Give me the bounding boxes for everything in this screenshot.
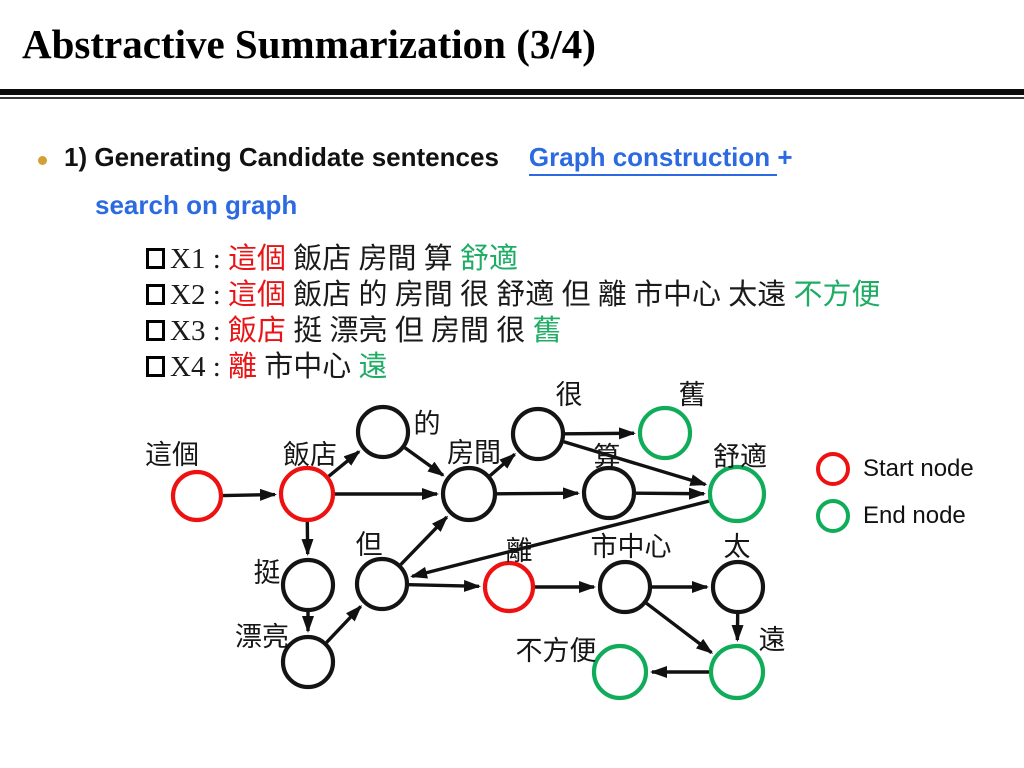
sentence-segment: 遠 [351, 351, 388, 383]
graph-node-fangjian [440, 465, 498, 523]
graph-edge-de-fangjian [403, 446, 445, 477]
graph-node-shushi [707, 464, 767, 524]
graph-node-label-bufangbian: 不方便 [516, 636, 597, 666]
graph-node-label-dan: 但 [356, 530, 383, 560]
sentence-row: X1 : 這個 飯店 房間 算 舒適 [146, 241, 881, 277]
graph-node-dan [354, 556, 410, 612]
separator-thick-line [0, 89, 1024, 95]
bullet-dot-icon [38, 156, 47, 165]
legend-label: End node [863, 502, 966, 529]
graph-edge-dan-fangjian [399, 515, 449, 566]
separator-thin-line [0, 97, 1024, 99]
graph-node-label-suan: 算 [594, 442, 621, 472]
graph-node-shizhongxin [597, 559, 653, 615]
graph-edge-piaoliang-dan [325, 605, 363, 644]
graph-edge-hen-jiu [564, 427, 637, 440]
graph-edge-suan-shushi [635, 487, 707, 500]
graph-node-piaoliang [280, 634, 336, 690]
bullet-text-line2: search on graph [95, 190, 298, 220]
square-bullet-icon [146, 320, 165, 341]
graph-edge-fandian-de [327, 450, 361, 478]
legend-item: Start node [816, 452, 974, 486]
sentence-segment: 飯店 [228, 315, 287, 347]
graph-edge-shushi-dan [410, 499, 710, 579]
graph-node-yuan [708, 643, 766, 701]
graph-node-label-fandian: 飯店 [283, 440, 337, 470]
graph-edge-hen-shushi [563, 440, 708, 487]
graph-edge-dan-li [408, 579, 482, 592]
graph-node-hen [510, 406, 566, 462]
graph-node-label-piaoliang: 漂亮 [235, 622, 289, 652]
graph-edge-fangjian-hen [489, 453, 517, 477]
graph-node-label-li: 離 [506, 536, 533, 566]
page-title: Abstractive Summarization (3/4) [22, 21, 596, 67]
graph-construction-underlined[interactable]: Graph construction [528, 142, 778, 176]
sentence-id: X2 : [170, 279, 228, 311]
legend-item: End node [816, 499, 974, 533]
square-bullet-icon [146, 248, 165, 269]
sentence-segment: 這個 [228, 243, 287, 275]
graph-node-tai [710, 559, 766, 615]
title-separator [0, 89, 1024, 99]
sentence-id: X4 : [170, 351, 228, 383]
sentence-row: X3 : 飯店 挺 漂亮 但 房間 很 舊 [146, 313, 881, 349]
graph-node-fandian [278, 465, 336, 523]
graph-node-ting [280, 557, 336, 613]
sentence-segment: 飯店 的 房間 很 舒適 但 離 市中心 太遠 [286, 279, 787, 311]
sentence-row: X2 : 這個 飯店 的 房間 很 舒適 但 離 市中心 太遠 不方便 [146, 277, 881, 313]
legend-label: Start node [863, 455, 974, 482]
bullet-text: 1) Generating Candidate sentences [64, 142, 499, 172]
sentence-id: X1 : [170, 243, 228, 275]
square-bullet-icon [146, 284, 165, 305]
graph-node-label-yuan: 遠 [759, 625, 786, 655]
sentence-segment: 市中心 [257, 351, 352, 383]
graph-node-label-tai: 太 [724, 532, 751, 562]
graph-node-bufangbian [591, 643, 649, 701]
graph-node-suan [581, 465, 637, 521]
square-bullet-icon [146, 356, 165, 377]
graph-node-jiu [637, 405, 693, 461]
plus-sign: + [777, 142, 793, 172]
sentence-segment: 這個 [228, 279, 287, 311]
graph-edge-fangjian-suan [496, 487, 581, 500]
graph-node-label-fangjian: 房間 [447, 438, 501, 468]
graph-edge-zhege-fandian [222, 488, 278, 501]
graph-node-label-zhege: 這個 [145, 440, 199, 470]
sentence-segment: 挺 漂亮 但 房間 很 [286, 315, 526, 347]
graph-node-li [482, 560, 536, 614]
graph-node-label-ting: 挺 [254, 558, 281, 588]
legend-circle-icon [816, 452, 850, 486]
sentence-segment: 離 [228, 351, 258, 383]
graph-node-label-shizhongxin: 市中心 [591, 532, 672, 562]
legend-circle-icon [816, 499, 850, 533]
graph-node-zhege [170, 469, 224, 523]
sentence-segment: 舊 [525, 315, 562, 347]
sentence-segment: 不方便 [786, 279, 881, 311]
sentence-segment: 舒適 [452, 243, 519, 275]
sentence-id: X3 : [170, 315, 228, 347]
graph-node-label-shushi: 舒適 [713, 442, 767, 472]
bullet-line-1: 1) Generating Candidate sentences Graph … [38, 142, 793, 176]
graph-edge-shizhongxin-yuan [645, 601, 714, 655]
graph-node-de [355, 404, 411, 460]
sentence-row: X4 : 離 市中心 遠 [146, 349, 881, 385]
sentence-segment: 飯店 房間 算 [286, 243, 453, 275]
graph-construction-link[interactable]: Graph construction + [528, 142, 793, 176]
graph-node-label-de: 的 [414, 409, 441, 439]
